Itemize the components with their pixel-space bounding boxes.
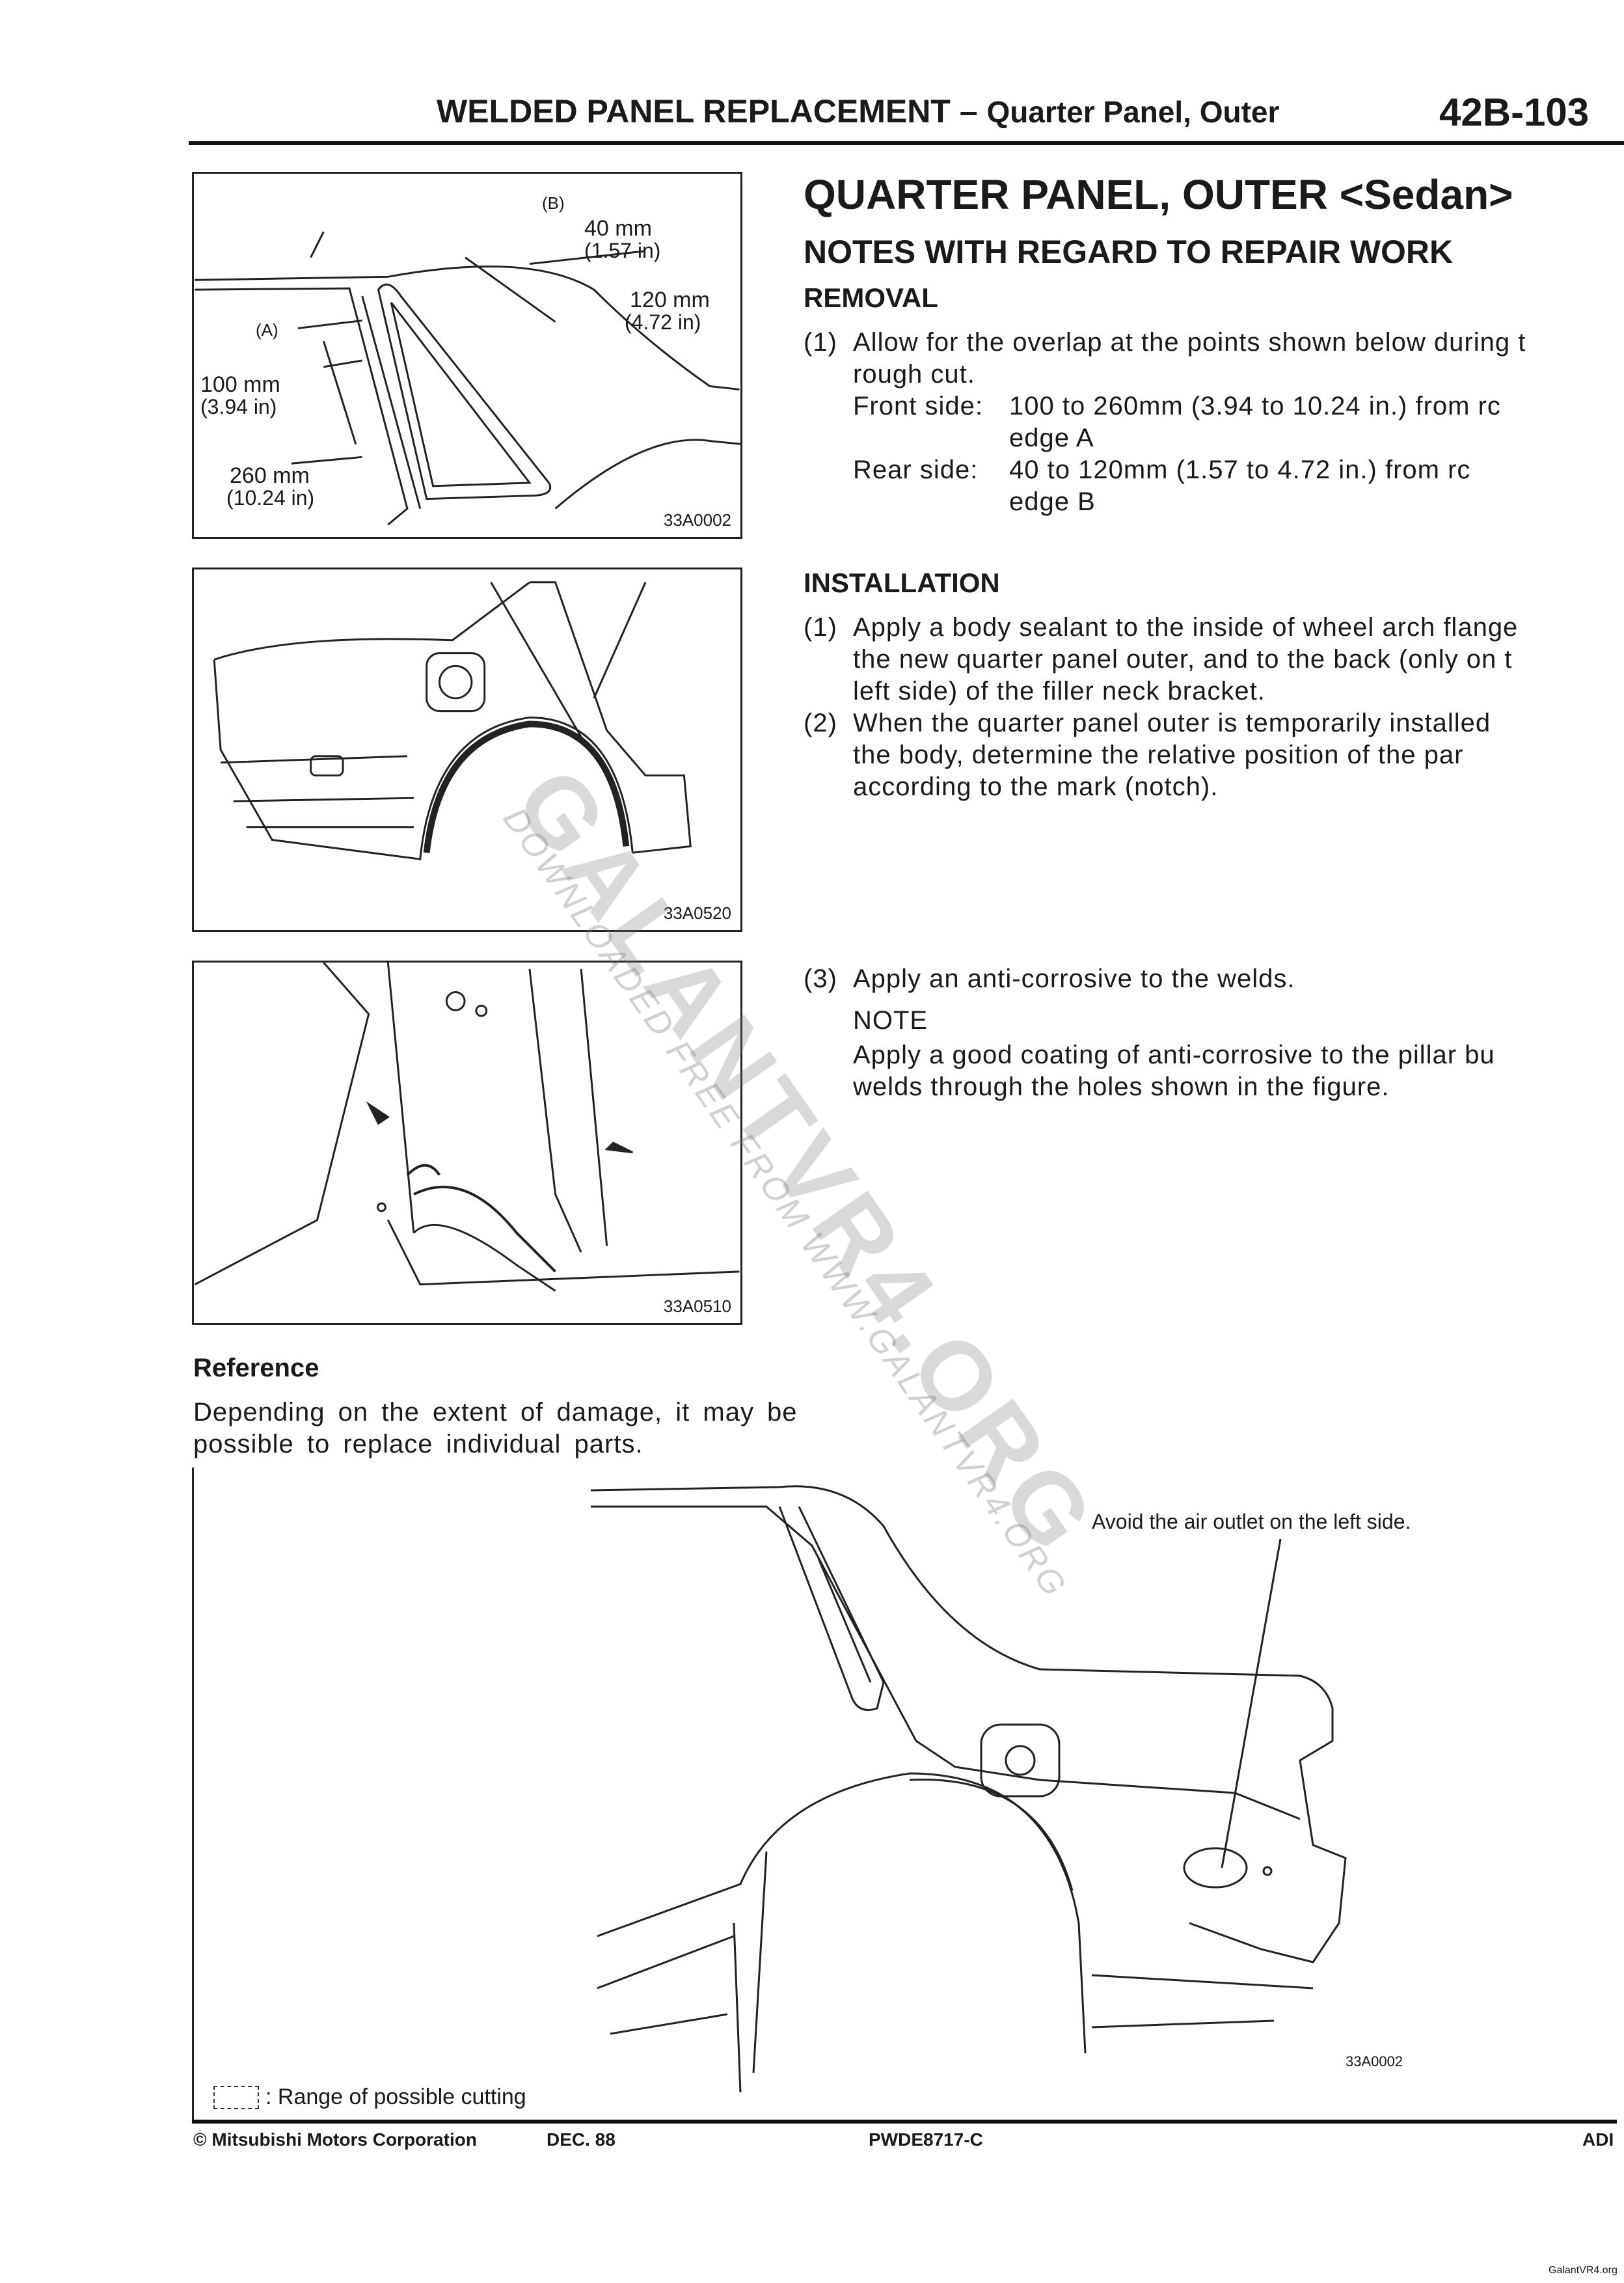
front-side-label: Front side: (853, 392, 983, 420)
site-mark: GalantVR4.org (1549, 2265, 1617, 2276)
note-label: NOTE (853, 1006, 928, 1035)
dim-1-57in: (1.57 in) (584, 239, 661, 262)
step-text: rough cut. (853, 360, 975, 389)
front-side-value: 100 to 260mm (3.94 to 10.24 in.) from rc (1009, 392, 1501, 420)
step-text: according to the mark (notch). (853, 772, 1219, 801)
figure-code: 33A0520 (663, 903, 731, 923)
figure-code: 33A0510 (663, 1296, 731, 1316)
step-number: (1) (804, 613, 837, 642)
label-a: (A) (256, 320, 278, 340)
figure-cutting-range: Avoid the air outlet on the left side. 3… (192, 1468, 1610, 2122)
step-text: When the quarter panel outer is temporar… (853, 709, 1491, 737)
installation-step-3: (3) Apply an anti-corrosive to the welds.… (804, 963, 1495, 1103)
header-rule (189, 141, 1624, 145)
step-text: left side) of the filler neck bracket. (853, 677, 1265, 705)
dim-10-24in: (10.24 in) (226, 486, 315, 510)
dim-260mm: 260 mm (230, 463, 310, 488)
dim-100mm: 100 mm (200, 372, 280, 397)
section-title: WELDED PANEL REPLACEMENT (437, 93, 951, 130)
step-text: Apply an anti-corrosive to the welds. (853, 964, 1295, 993)
dim-120mm: 120 mm (630, 288, 710, 312)
step-text: Apply a body sealant to the inside of wh… (853, 613, 1519, 642)
step-number: (1) (804, 328, 837, 357)
footer-rule (192, 2120, 1617, 2124)
rear-side-value: 40 to 120mm (1.57 to 4.72 in.) from rc (1009, 456, 1471, 484)
dim-4-72in: (4.72 in) (625, 310, 701, 334)
copyright: © Mitsubishi Motors Corporation (193, 2129, 477, 2150)
legend: : Range of possible cutting (213, 2085, 526, 2110)
publication-code: PWDE8717-C (869, 2129, 983, 2150)
reference-line: Depending on the extent of damage, it ma… (193, 1398, 798, 1427)
step-text: the new quarter panel outer, and to the … (853, 645, 1513, 674)
step-text: Allow for the overlap at the points show… (853, 328, 1526, 357)
separator: – (959, 93, 978, 130)
notes-heading: NOTES WITH REGARD TO REPAIR WORK (804, 234, 1454, 270)
figure-code: 33A0002 (663, 510, 731, 530)
reference-text: Depending on the extent of damage, it ma… (193, 1397, 798, 1460)
installation-heading: INSTALLATION (804, 567, 1000, 598)
page-number: 42B-103 (1439, 90, 1590, 134)
publication-date: DEC. 88 (547, 2129, 616, 2150)
dim-3-94in: (3.94 in) (200, 395, 277, 418)
air-outlet-callout: Avoid the air outlet on the left side. (1092, 1510, 1411, 1533)
reference-line: possible to replace individual parts. (193, 1430, 643, 1458)
reference-heading: Reference (193, 1354, 319, 1382)
removal-heading: REMOVAL (804, 282, 938, 313)
step-number: (2) (804, 709, 837, 737)
label-b: (B) (542, 193, 565, 213)
subsection-title: Quarter Panel, Outer (986, 95, 1280, 129)
note-text: Apply a good coating of anti-corrosive t… (853, 1041, 1495, 1069)
figure-sealant: 33A0520 (192, 567, 742, 932)
rear-side-label: Rear side: (853, 456, 979, 484)
step-number: (3) (804, 964, 837, 993)
removal-step-1: (1) Allow for the overlap at the points s… (804, 327, 1526, 518)
cutting-range-swatch (213, 2085, 259, 2109)
dim-40mm: 40 mm (584, 216, 652, 241)
page-title: QUARTER PANEL, OUTER <Sedan> (804, 171, 1513, 218)
note-text: welds through the holes shown in the fig… (853, 1073, 1390, 1101)
installation-step-1: (1) Apply a body sealant to the inside of… (804, 612, 1518, 803)
legend-label: : Range of possible cutting (265, 2085, 526, 2109)
step-text: the body, determine the relative positio… (853, 741, 1464, 769)
figure-anticorrosive: 33A0510 (192, 961, 742, 1325)
figure-cut-dimensions: (B) 40 mm (1.57 in) 120 mm (4.72 in) (A)… (192, 172, 742, 539)
figure-code: 33A0002 (1346, 2053, 1403, 2070)
running-header: WELDED PANEL REPLACEMENT – Quarter Panel… (437, 92, 1279, 130)
rear-side-edge: edge B (1009, 487, 1096, 516)
footer-right: ADI (1582, 2129, 1614, 2150)
front-side-edge: edge A (1009, 424, 1094, 452)
